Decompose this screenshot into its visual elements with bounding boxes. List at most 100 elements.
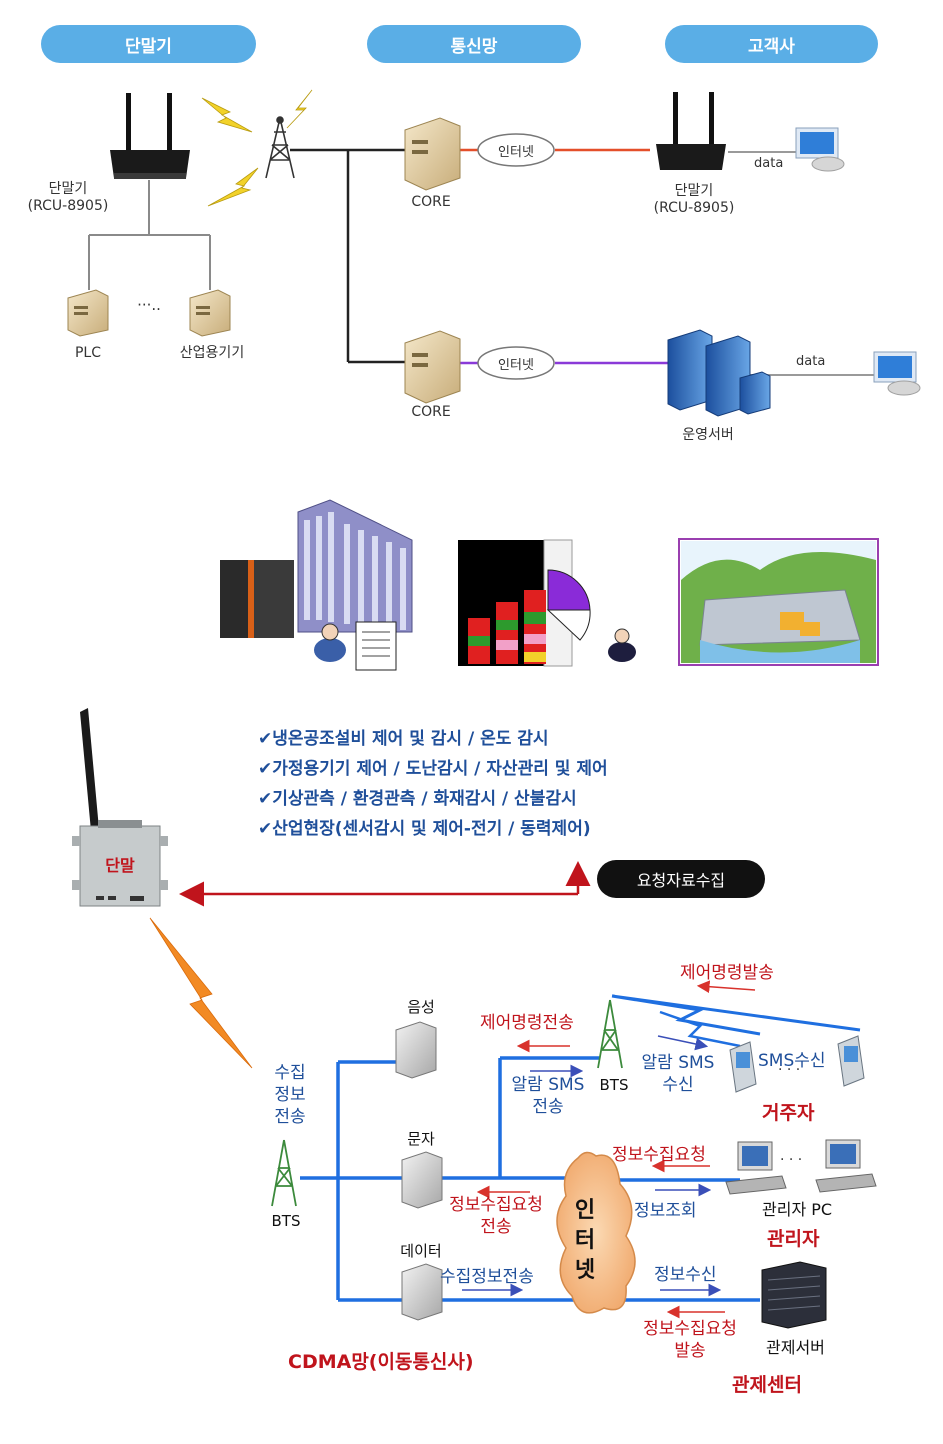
internet-cloud-icon bbox=[556, 1151, 636, 1314]
industrial-device-icon bbox=[189, 289, 231, 337]
industrial-device-label: 산업용기기 bbox=[179, 345, 245, 361]
plc-device-icon bbox=[67, 289, 109, 337]
admin-pc-icon bbox=[725, 1141, 787, 1195]
bts-label: BTS bbox=[599, 1076, 629, 1094]
data-label: 데이터 bbox=[400, 1242, 442, 1260]
network-lines bbox=[300, 1056, 760, 1302]
alarm-sms-recv-label: 알람 SMS 수신 bbox=[632, 1052, 724, 1096]
application-item: ✔냉온공조설비 제어 및 감시 / 온도 감시 bbox=[258, 729, 549, 749]
label-line: (RCU-8905) bbox=[653, 200, 735, 216]
label-line: 전송 bbox=[532, 1097, 564, 1117]
admin-pc-label: 관리자 PC bbox=[762, 1200, 833, 1219]
application-item: ✔산업현장(센서감시 및 제어-전기 / 동력제어) bbox=[258, 819, 591, 839]
request-data-button[interactable]: 요청자료수집 bbox=[597, 860, 765, 898]
text-label: 문자 bbox=[407, 1130, 435, 1148]
resident-label: 거주자 bbox=[762, 1102, 815, 1124]
info-recv-label: 정보수신 bbox=[654, 1265, 717, 1285]
application-illustrations bbox=[220, 499, 879, 671]
collect-send-label: 수집 정보 전송 bbox=[266, 1062, 314, 1128]
core-server-icon bbox=[404, 117, 461, 191]
label-line: 전송 bbox=[274, 1107, 306, 1127]
internet-cloud-icon bbox=[477, 346, 555, 380]
collected-info-send-label: 수집정보전송 bbox=[440, 1267, 534, 1287]
application-list: ✔냉온공조설비 제어 및 감시 / 온도 감시 ✔가정용기기 제어 / 도난감시… bbox=[258, 724, 608, 844]
internet-label: 인터넷 bbox=[498, 358, 534, 373]
info-request-label: 정보수집요청 bbox=[612, 1145, 706, 1165]
ops-server-label: 운영서버 bbox=[682, 427, 734, 443]
sms-recv-label: SMS수신 bbox=[758, 1051, 826, 1071]
voice-server-icon bbox=[395, 1021, 437, 1079]
label-line: 터 bbox=[574, 1228, 596, 1253]
label-line: 발송 bbox=[674, 1341, 706, 1361]
label-line: 인 bbox=[574, 1198, 596, 1223]
core-label: CORE bbox=[411, 194, 451, 210]
label-line: 단말기 bbox=[48, 181, 88, 197]
lightning-icon bbox=[201, 89, 313, 207]
ellipsis: · · · bbox=[778, 1062, 801, 1078]
wireless-signal-icon bbox=[149, 917, 253, 1069]
control-dispatch-label: 제어명령발송 bbox=[680, 963, 774, 983]
internet-label: 인터넷 bbox=[498, 145, 534, 160]
header-label: 고객사 bbox=[748, 36, 795, 57]
router-icon bbox=[656, 92, 726, 170]
label-line: 정보수집요청 bbox=[449, 1195, 543, 1215]
application-item: ✔가정용기기 제어 / 도난감시 / 자산관리 및 제어 bbox=[258, 759, 608, 779]
header-terminal: 단말기 bbox=[41, 25, 256, 63]
bts-label: BTS bbox=[271, 1212, 301, 1230]
bts-tower-icon bbox=[271, 1139, 297, 1207]
tower-icon bbox=[265, 116, 295, 179]
bts-tower-icon bbox=[597, 999, 623, 1069]
top-lines bbox=[88, 148, 878, 376]
internet-label: 인 터 넷 bbox=[570, 1196, 600, 1286]
info-request-dispatch-label: 정보수집요청 발송 bbox=[634, 1318, 746, 1362]
computer-icon bbox=[795, 127, 845, 172]
ops-server-icon bbox=[667, 329, 771, 417]
data-label: data bbox=[796, 354, 826, 369]
internet-cloud-icon bbox=[477, 133, 555, 167]
alarm-sms-send-label: 알람 SMS 전송 bbox=[502, 1074, 594, 1118]
request-data-label: 요청자료수집 bbox=[636, 871, 726, 890]
text-server-icon bbox=[401, 1151, 443, 1209]
label-line: 수신 bbox=[662, 1075, 694, 1095]
ellipsis: · · · bbox=[780, 1152, 803, 1168]
label-line: 수집 bbox=[274, 1063, 306, 1083]
ellipsis: ···.. bbox=[137, 296, 161, 314]
application-item: ✔기상관측 / 환경관측 / 화재감시 / 산불감시 bbox=[258, 789, 577, 809]
header-customer: 고객사 bbox=[665, 25, 878, 63]
header-network: 통신망 bbox=[367, 25, 581, 63]
terminal-left-label: 단말기 (RCU-8905) bbox=[18, 178, 118, 214]
data-server-icon bbox=[401, 1263, 443, 1321]
cdma-label: CDMA망(이동통신사) bbox=[288, 1351, 474, 1373]
label-line: 정보 bbox=[274, 1085, 306, 1105]
terminal-right-label: 단말기 (RCU-8905) bbox=[642, 180, 746, 216]
control-center-label: 관제센터 bbox=[732, 1374, 802, 1396]
computer-icon bbox=[873, 351, 921, 396]
control-server-icon bbox=[761, 1261, 827, 1329]
control-server-label: 관제서버 bbox=[766, 1338, 825, 1357]
label-line: 넷 bbox=[574, 1258, 596, 1283]
voice-label: 음성 bbox=[407, 998, 435, 1016]
terminal-device-label: 단말 bbox=[105, 856, 135, 875]
label-line: (RCU-8905) bbox=[27, 198, 109, 214]
header-label: 통신망 bbox=[450, 36, 498, 57]
info-request-send-label: 정보수집요청 전송 bbox=[440, 1194, 552, 1238]
admin-pc-icon bbox=[815, 1139, 877, 1193]
core-server-icon bbox=[404, 330, 461, 404]
router-icon bbox=[110, 93, 190, 179]
terminal-device-icon bbox=[72, 708, 168, 907]
header-label: 단말기 bbox=[125, 36, 172, 57]
info-query-label: 정보조회 bbox=[634, 1201, 697, 1221]
label-line: 전송 bbox=[480, 1217, 512, 1237]
core-label: CORE bbox=[411, 404, 451, 420]
data-label: data bbox=[754, 156, 784, 171]
label-line: 정보수집요청 bbox=[643, 1319, 737, 1339]
label-line: 단말기 bbox=[674, 183, 714, 199]
plc-label: PLC bbox=[74, 345, 102, 361]
label-line: 알람 SMS bbox=[511, 1075, 585, 1095]
control-send-label: 제어명령전송 bbox=[480, 1013, 574, 1033]
admin-label: 관리자 bbox=[767, 1228, 820, 1250]
label-line: 알람 SMS bbox=[641, 1053, 715, 1073]
mobile-phone-icon bbox=[729, 1041, 757, 1093]
mobile-phone-icon bbox=[837, 1035, 865, 1087]
